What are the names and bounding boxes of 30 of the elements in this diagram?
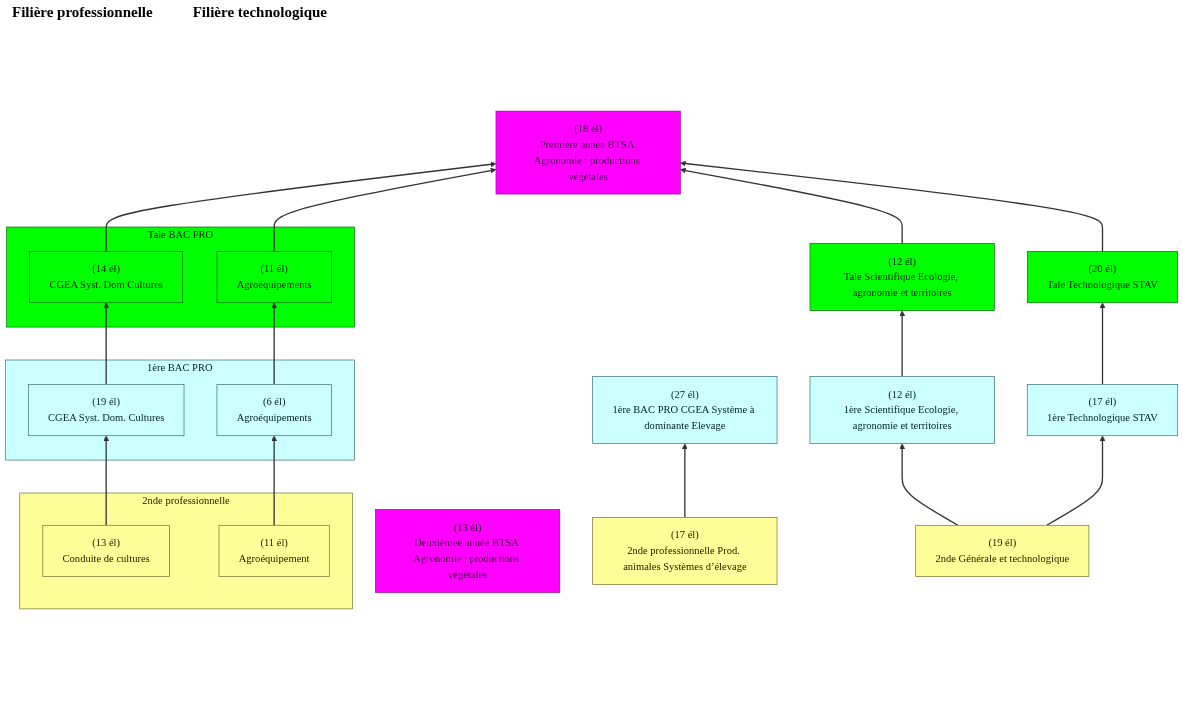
node-box: (12 él) 1ère Scientifique Ecologie, agronomie et territoires xyxy=(809,376,995,444)
node-box: (20 él) Tale Technologique STAV xyxy=(1027,251,1178,304)
arrow xyxy=(1046,435,1106,526)
arrow xyxy=(899,310,906,378)
node-box: (11 él) Agroéquipement xyxy=(218,524,330,577)
node-box: (19 él) 2nde Générale et technologique xyxy=(915,524,1090,577)
node-box: (17 él) 1ère Technologique STAV xyxy=(1026,384,1179,437)
node-box: (14 él) CGEA Syst. Dom Cultures xyxy=(29,251,184,304)
arrow xyxy=(899,443,959,526)
arrow xyxy=(103,435,110,526)
node-box: (17 él) 2nde professionnelle Prod. animales Systèmes d’élevage xyxy=(592,517,778,585)
node-box: (13 él) Conduite de cultures xyxy=(42,524,170,577)
arrow xyxy=(1099,302,1106,386)
arrow xyxy=(105,161,497,252)
section-heading: Filière technologique xyxy=(192,4,327,21)
arrow xyxy=(103,302,110,386)
node-box: (18 él) Première année BTSA Agronomie : productions végétales xyxy=(495,110,681,195)
arrow xyxy=(271,435,278,526)
section-heading: Filière professionnelle xyxy=(12,4,153,21)
node-box: (27 él) 1ère BAC PRO CGEA Système à dominante Elevage xyxy=(592,376,778,444)
node-box: (6 él) Agroéquipements xyxy=(216,384,332,437)
node-box: (19 él) CGEA Syst. Dom. Cultures xyxy=(28,384,185,437)
arrow xyxy=(680,160,1104,252)
node-box: (11 él) Agroéquipements xyxy=(216,251,332,304)
arrow xyxy=(271,302,278,386)
arrow xyxy=(681,443,688,519)
arrow xyxy=(273,167,497,252)
arrow xyxy=(680,167,903,245)
node-box: (12 él) Tale Scientifique Ecologie, agronomie et territoires xyxy=(809,243,995,311)
node-box: (13 él) Deuxièmee année BTSA Agronomie : productions végétales xyxy=(375,509,561,593)
